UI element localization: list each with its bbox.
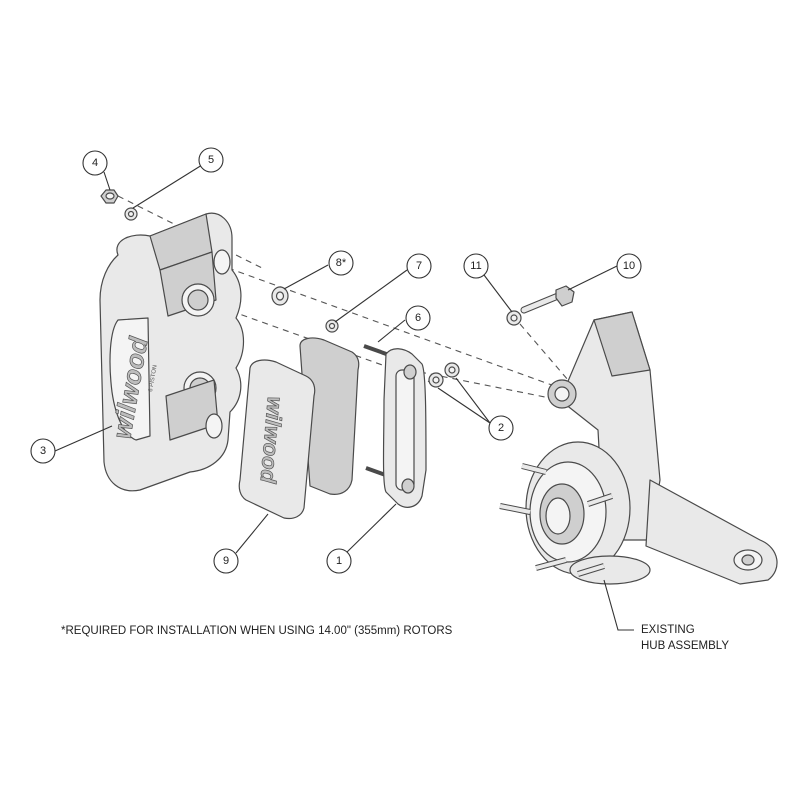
callout-9: 9 <box>213 548 239 574</box>
callout-4: 4 <box>82 150 108 176</box>
washer-part-5 <box>124 207 138 221</box>
callout-11: 11 <box>463 253 489 279</box>
svg-text:6: 6 <box>415 312 421 324</box>
shims-part-2 <box>428 362 460 388</box>
callout-3: 3 <box>30 438 56 464</box>
callout-7: 7 <box>406 253 432 279</box>
svg-text:2: 2 <box>498 422 504 434</box>
hub-label-line1: EXISTING <box>641 624 695 636</box>
callout-8: 8* <box>328 250 354 276</box>
brake-pads-part-9: wilwood <box>238 337 360 520</box>
svg-text:7: 7 <box>416 260 422 272</box>
svg-text:3: 3 <box>40 445 46 457</box>
wheel-studs <box>499 463 613 577</box>
svg-text:9: 9 <box>223 555 229 567</box>
svg-text:4: 4 <box>92 157 98 169</box>
hub-assembly <box>499 311 778 585</box>
callout-5: 5 <box>198 147 224 173</box>
callout-6: 6 <box>405 305 431 331</box>
caliper-part-3: wilwood 6 PISTON <box>99 212 245 492</box>
svg-text:5: 5 <box>208 154 214 166</box>
washer-part-11 <box>506 310 522 326</box>
caliper-sublabel: 6 PISTON <box>148 364 159 392</box>
svg-text:11: 11 <box>470 260 481 272</box>
bolt-part-10 <box>520 285 575 314</box>
washer-part-7 <box>325 319 339 333</box>
bracket-part-1 <box>382 348 427 508</box>
callout-1: 1 <box>326 548 352 574</box>
spacer-part-8 <box>271 286 289 306</box>
svg-text:8*: 8* <box>336 257 347 269</box>
nut-part-4 <box>100 189 119 204</box>
leader-lines <box>54 164 634 631</box>
callout-10: 10 <box>616 253 642 279</box>
svg-text:1: 1 <box>336 555 342 567</box>
callouts: 4 5 8* 7 11 10 6 3 <box>30 147 642 574</box>
callout-2: 2 <box>488 415 514 441</box>
svg-text:10: 10 <box>623 260 635 272</box>
footnote: *REQUIRED FOR INSTALLATION WHEN USING 14… <box>61 625 453 637</box>
hub-label-line2: HUB ASSEMBLY <box>641 640 729 652</box>
